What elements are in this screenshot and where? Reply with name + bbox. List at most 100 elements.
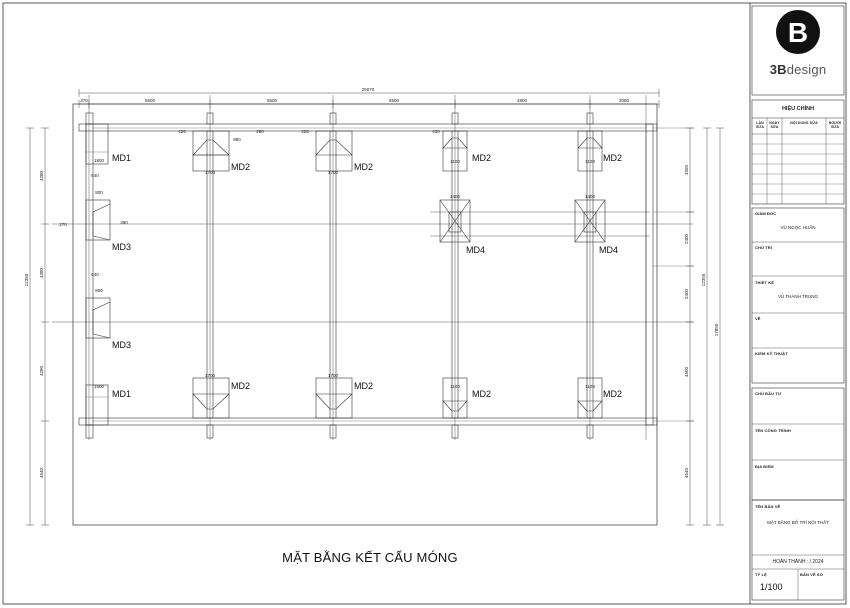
beam-right: [645, 123, 654, 426]
label-md2-5: MD2: [231, 381, 250, 391]
dim-small: 800: [95, 190, 103, 195]
label-md3-2: MD3: [112, 340, 131, 350]
dim-right-seg-2: 2400: [684, 233, 689, 244]
dim-small: 640: [91, 272, 99, 277]
revision-header: HIỆU CHỈNH: [781, 106, 815, 112]
dim-left-seg-2: 4380: [39, 267, 44, 278]
investor-label: CHỦ ĐẦU TƯ: [755, 391, 782, 396]
label-md4-1: MD4: [466, 245, 485, 255]
dim-top-span-5: 4800: [517, 98, 528, 103]
label-md2-7: MD2: [472, 389, 491, 399]
footing-md2-3: [442, 130, 468, 172]
footing-md1-top: [85, 123, 109, 165]
revision-col-1: LẦN SỬA: [755, 121, 765, 129]
revision-col-2: NGÀY SỬA: [769, 121, 780, 129]
dim-small: 1800: [94, 158, 105, 163]
dim-small: 1700: [328, 170, 339, 175]
dim-small: 430: [432, 129, 440, 134]
label-md2-3: MD2: [472, 153, 491, 163]
footing-md2-5: [192, 377, 230, 419]
label-md1-top: MD1: [112, 153, 131, 163]
dim-small: 1400: [585, 194, 596, 199]
dim-top-span-4: 5500: [389, 98, 400, 103]
dim-right-seg-5: 4540: [684, 467, 689, 478]
scale-value: 1/100: [760, 582, 783, 592]
label-md2-2: MD2: [354, 162, 373, 172]
footing-md2-6: [315, 377, 353, 419]
revision-col-4: NGƯỜI SỬA: [828, 121, 842, 129]
footing-md3-1: [85, 199, 111, 241]
dim-left-seg-1: 4280: [39, 170, 44, 181]
director-label: GIÁM ĐỐC: [755, 211, 777, 216]
footing-md2-4: [577, 130, 603, 172]
dimension-text: 25070 370 5500 5500 5500 4800 3080 12350…: [24, 87, 719, 478]
dim-top-span-3: 5500: [267, 98, 278, 103]
revision-col-3: NỘI DUNG SỬA: [790, 121, 818, 125]
footing-md2-7: [442, 377, 468, 419]
brand-logo: B: [776, 10, 820, 54]
dim-overall-width: 25070: [362, 87, 375, 92]
dim-small: 270: [59, 222, 67, 227]
dim-small: 1700: [328, 373, 339, 378]
dim-right-seg-3: 2400: [684, 288, 689, 299]
drawing-title: MẶT BẰNG KẾT CẤU MÓNG: [282, 550, 458, 565]
location-label: ĐỊA ĐIỂM: [755, 464, 774, 469]
label-md2-4: MD2: [603, 153, 622, 163]
dimension-lines: [26, 89, 724, 526]
footing-md1-bottom: [85, 384, 109, 426]
drawing-name-label: TÊN BẢN VẼ: [755, 504, 781, 509]
footing-md2-2: [315, 130, 353, 172]
checker-label: KIỂM KỸ THUẬT: [755, 351, 788, 356]
dim-small: 1100: [585, 384, 595, 389]
drafter-label: VẼ: [755, 316, 761, 321]
label-md1-bottom: MD1: [112, 389, 131, 399]
dim-top-span-2: 5500: [145, 98, 156, 103]
beam-bottom: [78, 417, 658, 426]
label-md3-1: MD3: [112, 242, 131, 252]
label-md4-2: MD4: [599, 245, 618, 255]
footing-md2-8: [577, 377, 603, 419]
dim-small: 1700: [205, 373, 216, 378]
director-name: VŨ NGỌC HUẤN: [780, 225, 816, 230]
dim-right-seg-1: 3350: [684, 164, 689, 175]
dim-small: 280: [256, 129, 264, 134]
footing-md4-2: [574, 199, 606, 243]
title-block: [749, 3, 845, 604]
footing-labels: MD1 MD2 MD2 MD2 MD2 MD3 MD4 MD4 MD3 MD1 …: [112, 153, 622, 399]
dim-left-seg-3: 4280: [39, 365, 44, 376]
dim-small: 800: [95, 288, 103, 293]
brand-name: 3Bdesign: [754, 62, 842, 77]
completed-date: HOÀN THÀNH : / 2024: [772, 559, 824, 565]
designer-label: THIẾT KẾ: [755, 280, 775, 285]
lead-label: CHỦ TRÌ: [755, 245, 772, 250]
dim-small: 1100: [450, 159, 460, 164]
project-label: TÊN CÔNG TRÌNH: [755, 428, 791, 433]
dim-small: 640: [91, 173, 99, 178]
brand-bold: 3B: [769, 62, 787, 77]
dim-top-span-1: 370: [80, 98, 88, 103]
footing-md3-2: [85, 297, 111, 339]
foundation-plan: [52, 95, 693, 526]
dim-small: 1400: [450, 194, 461, 199]
dim-small: 1700: [205, 170, 216, 175]
dim-right-overall-b: 17850: [714, 323, 719, 336]
label-md2-6: MD2: [354, 381, 373, 391]
footing-md2-1: [192, 130, 230, 172]
label-md2-8: MD2: [603, 389, 622, 399]
sheet-no-label: BẢN VẼ SỐ: [800, 572, 823, 577]
beam-top: [78, 123, 658, 132]
dim-right-seg-4: 4500: [684, 366, 689, 377]
dim-small: 1100: [450, 384, 460, 389]
dim-top-span-6: 3080: [619, 98, 630, 103]
label-md2-1: MD2: [231, 162, 250, 172]
footing-md4-1: [439, 199, 471, 243]
dim-small: 1800: [94, 384, 105, 389]
scale-label: TỶ LỆ: [755, 572, 767, 577]
dim-small: 1100: [585, 159, 595, 164]
brand-mark: B: [788, 17, 808, 48]
dim-left-seg-4: 4540: [39, 467, 44, 478]
dim-left-overall: 12350: [24, 273, 29, 286]
drawing-name: MẶT BẰNG BỐ TRÍ NỘI THẤT: [767, 520, 829, 525]
dim-small: 425: [301, 129, 309, 134]
